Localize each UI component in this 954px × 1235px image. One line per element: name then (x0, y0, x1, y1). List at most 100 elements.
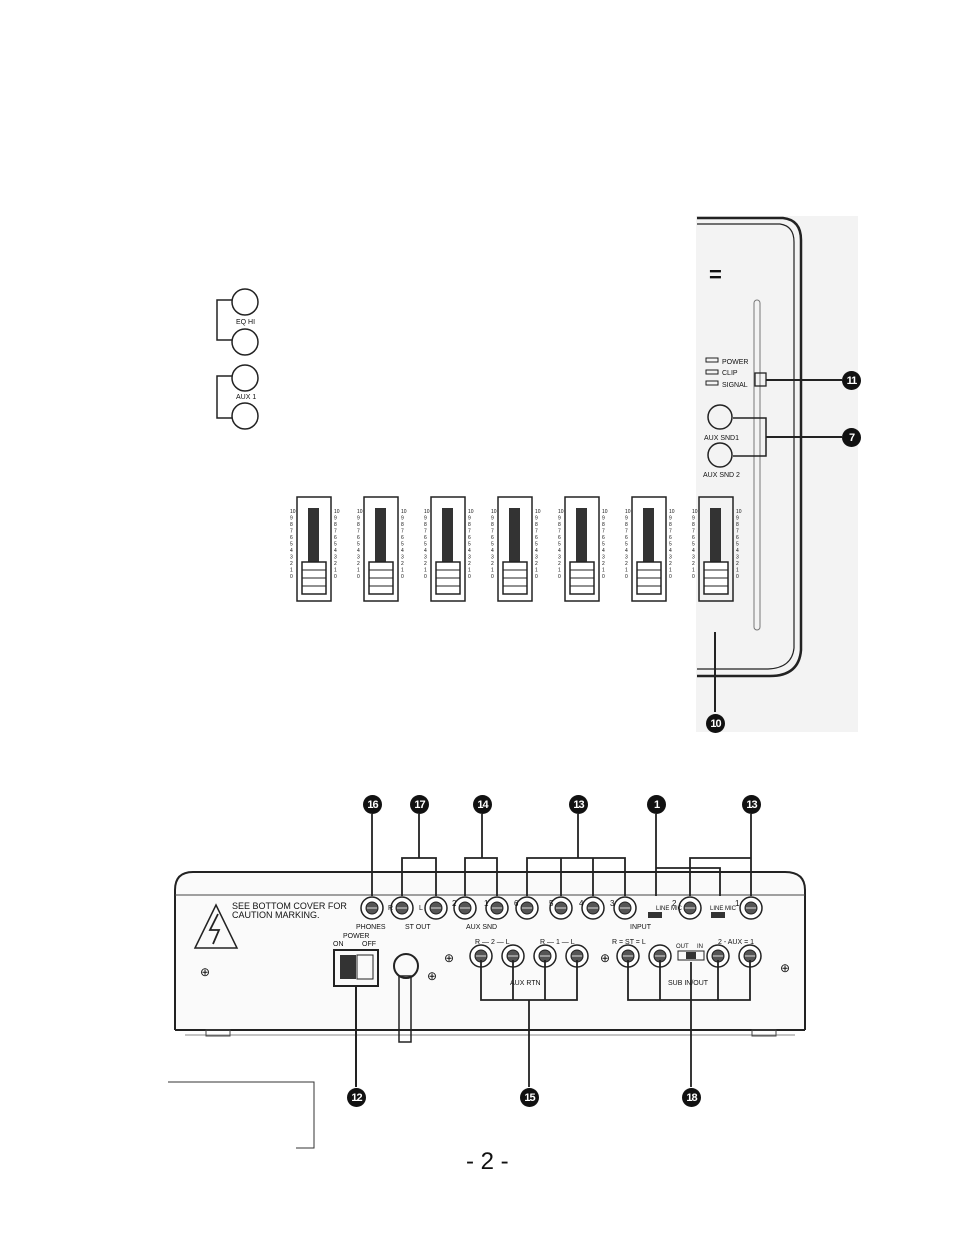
fader-scale-label: 2 (401, 561, 404, 567)
fader-scale-label: 7 (491, 529, 494, 535)
fader-scale-label: 5 (357, 542, 360, 548)
callout-12: 12 (347, 1088, 366, 1107)
fader-scale-label: 5 (535, 542, 538, 548)
fader-scale-label: 1 (692, 568, 695, 574)
st-out-label: ST OUT (405, 924, 431, 931)
power-cord-grommet (393, 953, 419, 979)
input-3-number: 3 (610, 899, 615, 908)
screw-icon: ⊕ (780, 961, 790, 975)
fader-scale-label: 1 (669, 568, 672, 574)
callout-10: 10 (706, 714, 725, 733)
fader-scale-label: 10 (357, 509, 363, 515)
fader-scale-label: 9 (692, 516, 695, 522)
fader-scale-label: 7 (602, 529, 605, 535)
fader-scale-label: 0 (290, 574, 293, 580)
fader-scale-label: 9 (491, 516, 494, 522)
fader-scale-label: 0 (602, 574, 605, 580)
fader-scale-label: 0 (558, 574, 561, 580)
out-label: OUT (676, 944, 689, 950)
fader-scale-label: 2 (424, 561, 427, 567)
fader-scale-label: 3 (692, 555, 695, 561)
fader-scale-label: 9 (669, 516, 672, 522)
aux-rtn-2-label: R — 2 — L (475, 939, 510, 946)
fader-scale-label: 4 (357, 548, 360, 554)
callout-15: 15 (520, 1088, 539, 1107)
fader-scale-label: 8 (468, 522, 471, 528)
fader-scale-label: 4 (558, 548, 561, 554)
fader-scale-label: 0 (736, 574, 739, 580)
fader-scale-label: 8 (535, 522, 538, 528)
fader-scale-label: 0 (535, 574, 538, 580)
fader-scale-label: 1 (491, 568, 494, 574)
indicator-leds (705, 357, 719, 386)
fader-scale-label: 5 (558, 542, 561, 548)
fader-scale-label: 5 (736, 542, 739, 548)
fader-scale-label: 4 (625, 548, 628, 554)
fader-scale-label: 0 (424, 574, 427, 580)
fader-scale-label: 9 (401, 516, 404, 522)
leader-lines (371, 814, 752, 1087)
fader-scale-label: 2 (357, 561, 360, 567)
fader-scale-label: 1 (535, 568, 538, 574)
fader-scale-label: 5 (424, 542, 427, 548)
power-indicator-label: POWER (722, 359, 748, 366)
fader-scale-label: 4 (692, 548, 695, 554)
fader-scale-label: 10 (491, 509, 497, 515)
fader-scale-label: 3 (535, 555, 538, 561)
fader-scale-label: 10 (692, 509, 698, 515)
fader-scale-label: 2 (535, 561, 538, 567)
fader-scale-label: 7 (669, 529, 672, 535)
fader-scale-label: 1 (558, 568, 561, 574)
fader-scale-label: 1 (625, 568, 628, 574)
top-jack-2 (390, 896, 414, 920)
signal-indicator-label: SIGNAL (722, 382, 748, 389)
fader-scale-label: 3 (491, 555, 494, 561)
fader-scale-label: 5 (625, 542, 628, 548)
fader-scale-label: 2 (491, 561, 494, 567)
fader-scale-label: 5 (692, 542, 695, 548)
fader-scale-label: 5 (468, 542, 471, 548)
aux1-label: AUX 1 (236, 394, 256, 401)
fader-scale-label: 2 (334, 561, 337, 567)
fader-scale-label: 7 (558, 529, 561, 535)
power-label: POWER (343, 933, 369, 940)
fader-scale-label: 5 (491, 542, 494, 548)
fader-scale-label: 5 (669, 542, 672, 548)
fader-scale-label: 6 (334, 535, 337, 541)
fader-scale-label: 7 (334, 529, 337, 535)
fader-scale-label: 4 (468, 548, 471, 554)
callout-13-a: 13 (569, 795, 588, 814)
callout-7: 7 (842, 428, 861, 447)
fader-scale-label: 0 (401, 574, 404, 580)
fader-scale-label: 4 (424, 548, 427, 554)
fader-scale-label: 7 (736, 529, 739, 535)
fader-scale-label: 6 (491, 535, 494, 541)
fader-scale-label: 4 (669, 548, 672, 554)
aux-snd-1-number: 1 (484, 899, 489, 908)
fader-scale-label: 1 (357, 568, 360, 574)
fader-scale-label: 6 (692, 535, 695, 541)
aux-snd-label: AUX SND (466, 924, 497, 931)
fader-scale-label: 7 (357, 529, 360, 535)
fader-scale-label: 4 (602, 548, 605, 554)
fader-scale-label: 3 (558, 555, 561, 561)
fader-scale-label: 3 (468, 555, 471, 561)
fader-scale-label: 1 (602, 568, 605, 574)
fader-scale-label: 8 (334, 522, 337, 528)
fader-scale-label: 3 (357, 555, 360, 561)
power-off-label: OFF (362, 941, 376, 948)
fader-scale-label: 4 (401, 548, 404, 554)
fader-scale-label: 6 (401, 535, 404, 541)
fader-scale-label: 0 (334, 574, 337, 580)
fader-scale-label: 8 (491, 522, 494, 528)
top-jack-3 (424, 896, 448, 920)
fader-scale-label: 10 (290, 509, 296, 515)
input-4-number: 4 (579, 899, 584, 908)
st-out-r-label: R (388, 905, 393, 912)
fader-scale-label: 6 (602, 535, 605, 541)
fader-scale-label: 9 (334, 516, 337, 522)
fader-scale-label: 3 (290, 555, 293, 561)
